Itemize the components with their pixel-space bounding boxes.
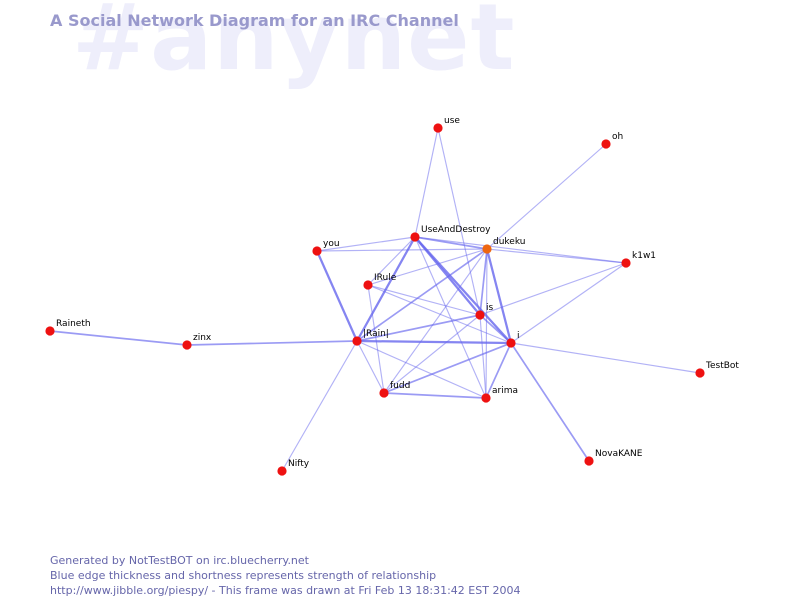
node-arima[interactable]: arima <box>481 386 518 403</box>
edge-i-TestBot <box>510 342 701 374</box>
node-dot-TestBot[interactable] <box>695 368 705 378</box>
edge-use-UseAndDestroy <box>414 127 439 238</box>
node-dot-use[interactable] <box>433 123 443 133</box>
node-label-UseAndDestroy: UseAndDestroy <box>421 225 491 235</box>
node-label-NovaKANE: NovaKANE <box>595 449 643 459</box>
edge-UseAndDestroy-i <box>413 235 513 345</box>
edge-dukeku-you <box>316 248 488 252</box>
footer-url-timestamp: http://www.jibble.org/piespy/ - This fra… <box>50 584 521 597</box>
node-IRain[interactable]: |Rain| <box>352 329 389 346</box>
edge-dukeku-i <box>485 247 513 345</box>
node-NovaKANE[interactable]: NovaKANE <box>584 449 643 466</box>
edge-dukeku-IRule <box>367 248 488 286</box>
node-label-arima: arima <box>492 386 518 396</box>
node-dot-dukeku[interactable] <box>482 244 492 254</box>
edges-layer <box>49 127 701 472</box>
node-dukeku[interactable]: dukeku <box>482 237 525 254</box>
node-label-you: you <box>323 239 340 249</box>
node-label-use: use <box>444 116 460 126</box>
node-label-TestBot: TestBot <box>705 361 739 371</box>
edge-dukeku-arima <box>485 248 488 399</box>
node-dot-UseAndDestroy[interactable] <box>410 232 420 242</box>
node-is[interactable]: is <box>475 303 494 320</box>
edge-is-IRain <box>356 314 481 342</box>
edge-UseAndDestroy-k1w1 <box>414 236 627 264</box>
footer-legend-note: Blue edge thickness and shortness repres… <box>50 569 437 582</box>
node-label-dukeku: dukeku <box>493 237 525 247</box>
node-dot-IRain[interactable] <box>352 336 362 346</box>
node-label-IRule: IRule <box>374 273 397 283</box>
edge-dukeku-k1w1 <box>486 248 627 264</box>
edge-is-i <box>479 314 512 344</box>
edge-IRule-is <box>367 284 481 316</box>
edge-you-IRain <box>315 249 359 343</box>
edge-is-fudd <box>383 314 481 394</box>
node-Raineth[interactable]: Raineth <box>45 319 91 336</box>
edge-i-arima <box>485 342 512 399</box>
node-IRule[interactable]: IRule <box>363 273 397 290</box>
edge-UseAndDestroy-arima <box>414 236 487 399</box>
node-label-oh: oh <box>612 132 623 142</box>
node-TestBot[interactable]: TestBot <box>695 361 739 378</box>
node-i[interactable]: i <box>506 331 520 348</box>
node-label-Raineth: Raineth <box>56 319 91 329</box>
footer-info: Generated by NotTestBOT on irc.bluecherr… <box>50 553 520 598</box>
edge-dukeku-is <box>479 248 488 316</box>
node-use[interactable]: use <box>433 116 460 133</box>
edge-zinx-IRain <box>186 340 358 346</box>
edge-i-k1w1 <box>510 262 627 344</box>
node-dot-NovaKANE[interactable] <box>584 456 594 466</box>
node-label-is: is <box>486 303 494 313</box>
edge-i-fudd <box>383 342 512 394</box>
edge-UseAndDestroy-IRain <box>355 235 417 343</box>
node-k1w1[interactable]: k1w1 <box>621 251 656 268</box>
node-dot-arima[interactable] <box>481 393 491 403</box>
node-label-fudd: fudd <box>390 381 410 391</box>
node-fudd[interactable]: fudd <box>379 381 410 398</box>
edge-is-arima <box>479 314 487 399</box>
node-label-k1w1: k1w1 <box>632 251 656 261</box>
edge-oh-dukeku <box>486 143 607 250</box>
edge-is-k1w1 <box>479 262 627 316</box>
node-dot-Raineth[interactable] <box>45 326 55 336</box>
edge-IRule-fudd <box>367 284 385 394</box>
node-dot-oh[interactable] <box>601 139 611 149</box>
edge-UseAndDestroy-IRule <box>367 236 416 286</box>
node-oh[interactable]: oh <box>601 132 623 149</box>
edge-UseAndDestroy-you <box>316 236 416 252</box>
node-UseAndDestroy[interactable]: UseAndDestroy <box>410 225 491 242</box>
edge-fudd-arima <box>383 392 487 399</box>
edge-dukeku-IRain <box>356 248 488 342</box>
edge-zinx-Raineth <box>49 330 188 346</box>
node-you[interactable]: you <box>312 239 340 256</box>
edge-IRain-Nifty <box>281 340 358 472</box>
edge-dukeku-fudd <box>383 248 488 394</box>
node-label-Nifty: Nifty <box>288 459 310 469</box>
node-label-zinx: zinx <box>193 333 212 343</box>
node-label-i: i <box>517 331 520 341</box>
diagram-title: A Social Network Diagram for an IRC Chan… <box>50 11 459 30</box>
node-dot-Nifty[interactable] <box>277 466 287 476</box>
node-dot-i[interactable] <box>506 338 516 348</box>
edge-i-NovaKANE <box>510 342 590 462</box>
node-dot-zinx[interactable] <box>182 340 192 350</box>
node-dot-IRule[interactable] <box>363 280 373 290</box>
edge-use-is <box>437 127 481 316</box>
node-zinx[interactable]: zinx <box>182 333 212 350</box>
edge-IRain-i <box>355 339 513 345</box>
node-dot-fudd[interactable] <box>379 388 389 398</box>
node-label-IRain: |Rain| <box>363 329 389 339</box>
edge-IRain-arima <box>356 340 487 399</box>
node-dot-you[interactable] <box>312 246 322 256</box>
node-dot-is[interactable] <box>475 310 485 320</box>
edge-IRule-i <box>367 284 512 344</box>
edge-IRain-fudd <box>356 340 385 394</box>
footer-generated-by: Generated by NotTestBOT on irc.bluecherr… <box>50 554 309 567</box>
node-dot-k1w1[interactable] <box>621 258 631 268</box>
channel-watermark: #anynet <box>72 0 516 91</box>
node-Nifty[interactable]: Nifty <box>277 459 310 476</box>
